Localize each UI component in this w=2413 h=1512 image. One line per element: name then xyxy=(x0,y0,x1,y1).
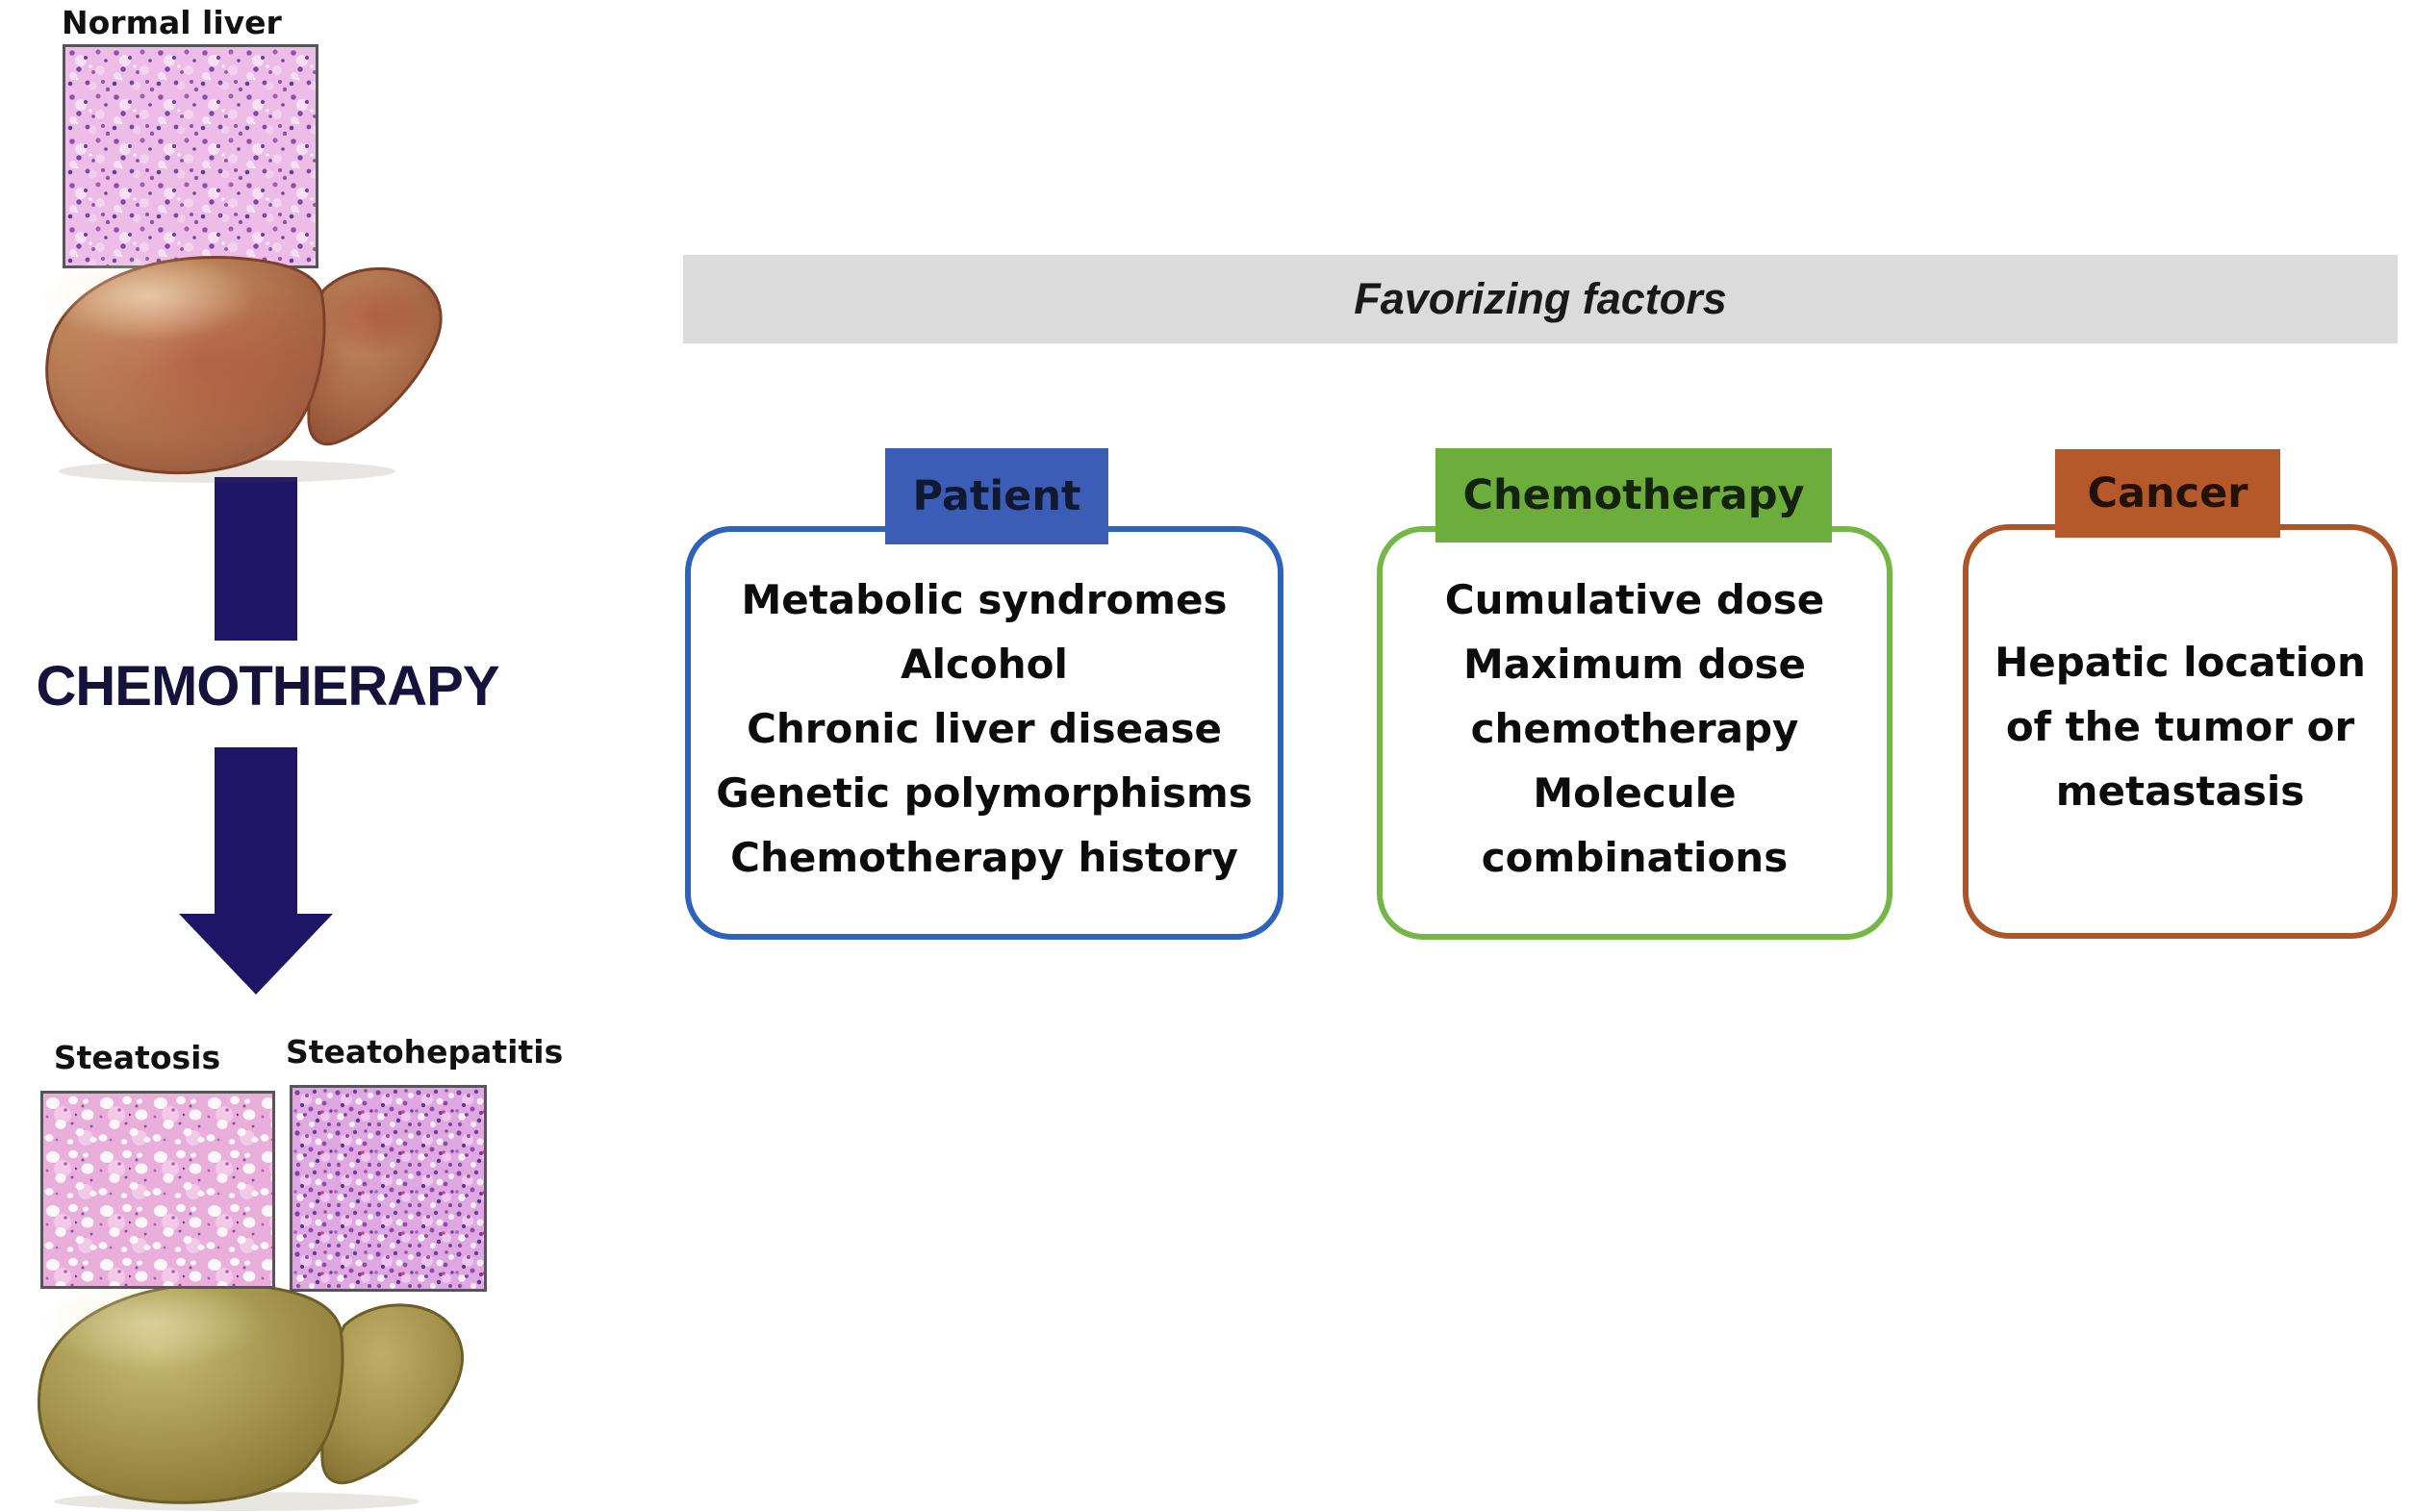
patient-factors-panel: Metabolic syndromes Alcohol Chronic live… xyxy=(685,526,1283,940)
favorizing-factors-title: Favorizing factors xyxy=(1354,274,1727,323)
chemotherapy-process-label: CHEMOTHERAPY xyxy=(36,655,499,718)
cancer-tab-label: Cancer xyxy=(2087,469,2248,517)
factor-item: Chemotherapy history xyxy=(730,833,1238,881)
steatohepatitis-label: Steatohepatitis xyxy=(286,1033,564,1071)
factor-item: Metabolic syndromes xyxy=(741,575,1228,623)
chemotherapy-tab-label: Chemotherapy xyxy=(1462,471,1805,519)
tab-patient: Patient xyxy=(885,448,1108,544)
steatohepatitis-histology-image xyxy=(290,1085,487,1292)
patient-tab-label: Patient xyxy=(912,472,1081,520)
factor-item: combinations xyxy=(1481,833,1789,881)
favorizing-bar: Favorizing factors xyxy=(683,255,2398,343)
factor-item: Hepatic location xyxy=(1994,639,2366,686)
normal-histology-texture xyxy=(65,47,316,265)
chemotherapy-factors-panel: Cumulative dose Maximum dose chemotherap… xyxy=(1377,526,1892,940)
down-arrow-shaft-top xyxy=(215,477,297,641)
cancer-factors-panel: Hepatic location of the tumor or metasta… xyxy=(1963,524,2398,939)
factor-item: of the tumor or xyxy=(2005,703,2355,750)
factor-item: Genetic polymorphisms xyxy=(716,769,1253,817)
steatosis-histology-texture xyxy=(43,1094,272,1286)
down-arrow-shaft-bottom xyxy=(215,747,297,914)
steatosis-label: Steatosis xyxy=(53,1039,221,1076)
down-arrow-icon xyxy=(179,914,333,995)
factor-item: Cumulative dose xyxy=(1444,575,1825,623)
tab-chemotherapy: Chemotherapy xyxy=(1435,448,1832,542)
tab-cancer: Cancer xyxy=(2055,449,2280,538)
steatohepatitis-histology-texture xyxy=(292,1088,484,1289)
factor-item: Alcohol xyxy=(901,640,1068,688)
factor-item: Maximum dose xyxy=(1462,640,1807,688)
factor-item: Chronic liver disease xyxy=(747,704,1222,752)
factor-item: metastasis xyxy=(2055,768,2305,815)
normal-liver-histology-image xyxy=(63,44,318,268)
factor-item: chemotherapy xyxy=(1470,704,1799,752)
normal-liver-label: Normal liver xyxy=(62,4,282,41)
factor-item: Molecule xyxy=(1533,769,1737,817)
healthy-liver-illustration xyxy=(35,240,446,483)
steatosis-histology-image xyxy=(40,1091,275,1289)
fatty-liver-illustration xyxy=(25,1264,470,1512)
